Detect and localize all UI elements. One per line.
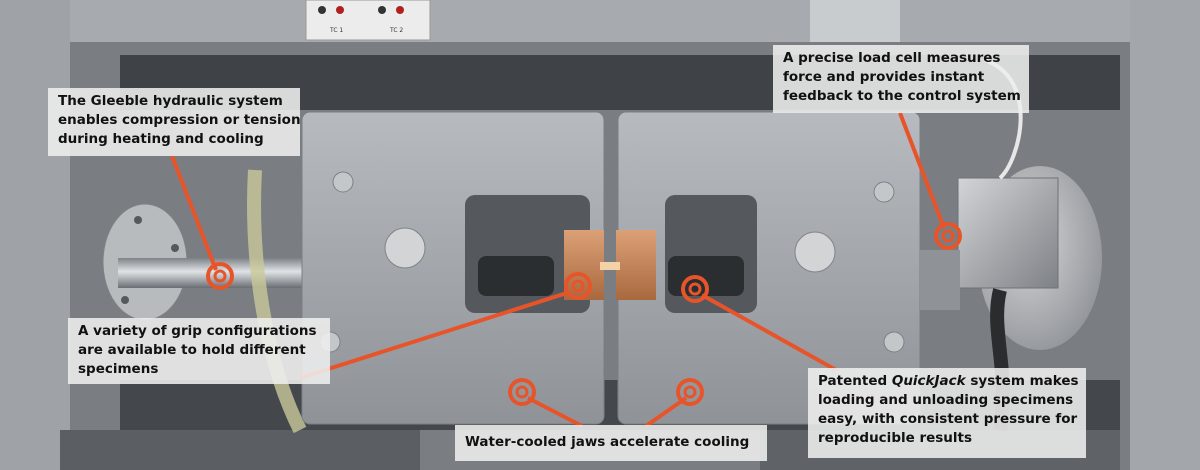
left-grip-threads [478, 256, 554, 296]
quickjack-prefix: Patented [818, 373, 892, 389]
tc-connector [336, 6, 344, 14]
callout-line: easy, with consistent pressure for [818, 411, 1078, 427]
tc-connector [378, 6, 386, 14]
callout-line: A variety of grip configurations [78, 323, 317, 339]
thermocouple-panel [305, 0, 431, 41]
callout-line: reproducible results [818, 430, 973, 446]
water-right-target-icon-inner [683, 385, 697, 399]
right-plate-bolt [883, 331, 905, 353]
callout-line: The Gleeble hydraulic system [58, 93, 283, 109]
top-rail [70, 0, 1130, 42]
hydraulic-target-icon-inner [213, 269, 227, 283]
load-cell-target-icon-inner [941, 229, 955, 243]
grip-target-icon-inner [571, 279, 585, 293]
quickjack-target-icon [681, 275, 709, 303]
water-right-target-icon [676, 378, 704, 406]
callout-line: loading and unloading specimens [818, 392, 1074, 408]
flange-bolt [121, 296, 129, 304]
grip-leader [299, 290, 571, 380]
hydraulic-system-callout: The Gleeble hydraulic system enables com… [48, 88, 300, 156]
right-plate-bolt [794, 231, 836, 273]
left-copper-jaw [564, 230, 604, 300]
quickjack-leader [701, 293, 837, 372]
water-leader-left [527, 396, 583, 428]
callout-line: A precise load cell measures [783, 50, 1001, 66]
callout-line: Water-cooled jaws accelerate cooling [465, 434, 750, 450]
quickjack-suffix: system makes [965, 373, 1079, 389]
water-left-target-icon-inner [515, 385, 529, 399]
load-cell-leader [898, 112, 946, 229]
right-wall [1130, 0, 1200, 470]
right-grip-threads [668, 256, 744, 296]
callout-line: feedback to the control system [783, 88, 1021, 104]
flange-bolt [134, 216, 142, 224]
water-left-target-icon [508, 378, 536, 406]
grip-configurations-callout: A variety of grip configurations are ava… [68, 318, 330, 384]
tc2-label: TC 2 [389, 27, 403, 34]
quickjack-callout: Patented QuickJack system makes loading … [808, 368, 1086, 458]
left-plate-bolt [384, 227, 426, 269]
callout-line: enables compression or tension [58, 112, 300, 128]
specimen [600, 262, 620, 270]
callout-line-1: Patented QuickJack system makes [818, 372, 1079, 391]
callout-line: force and provides instant [783, 69, 985, 85]
cooling-hose [247, 169, 307, 434]
load-cell-base [920, 250, 960, 310]
callout-line: specimens [78, 361, 159, 377]
tc-connector [396, 6, 404, 14]
hydraulic-leader [170, 155, 218, 271]
load-cell-callout: A precise load cell measures force and p… [773, 45, 1029, 113]
right-copper-jaw [616, 230, 656, 300]
callout-line: during heating and cooling [58, 131, 264, 147]
tc1-label: TC 1 [329, 27, 343, 34]
left-wall [0, 0, 70, 470]
hydraulic-target-icon [206, 262, 234, 290]
right-plate-bolt [873, 181, 895, 203]
load-cell-box [957, 177, 1059, 289]
callout-line: are available to hold different [78, 342, 306, 358]
water-cooled-jaws-callout: Water-cooled jaws accelerate cooling [455, 425, 767, 461]
load-cell-target-icon [934, 222, 962, 250]
left-bottom-rail [60, 430, 420, 470]
left-plate-bolt [332, 171, 354, 193]
water-leader-right [644, 396, 688, 428]
tc-connector [318, 6, 326, 14]
quickjack-brand: QuickJack [891, 373, 966, 389]
top-right-block [810, 0, 900, 42]
grip-target-icon [564, 272, 592, 300]
callout-markers [170, 112, 962, 428]
flange-bolt [171, 244, 179, 252]
quickjack-target-icon-inner [688, 282, 702, 296]
